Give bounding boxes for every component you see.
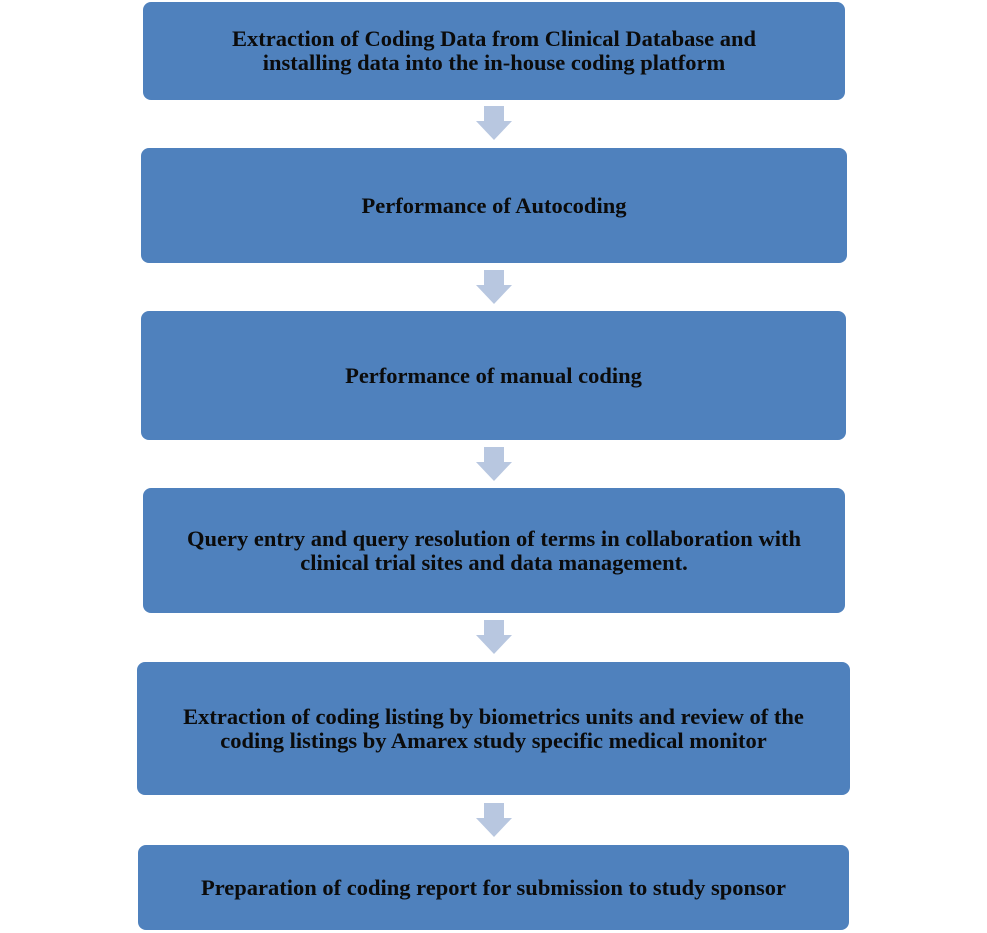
- step-extraction-of-coding-data: Extraction of Coding Data from Clinical …: [143, 2, 845, 100]
- down-arrow-icon: [476, 803, 512, 837]
- step-label: Preparation of coding report for submiss…: [200, 874, 787, 900]
- step-query-entry-resolution: Query entry and query resolution of term…: [143, 488, 845, 613]
- step-autocoding: Performance of Autocoding: [141, 148, 847, 263]
- step-label: Performance of manual coding: [345, 362, 642, 388]
- down-arrow-icon: [476, 620, 512, 654]
- step-label: Performance of Autocoding: [361, 192, 627, 218]
- down-arrow-icon: [476, 270, 512, 304]
- step-coding-report: Preparation of coding report for submiss…: [138, 845, 849, 930]
- step-label: Extraction of coding listing by biometri…: [183, 703, 804, 753]
- step-label: Query entry and query resolution of term…: [187, 525, 801, 575]
- step-label: Extraction of Coding Data from Clinical …: [232, 26, 756, 75]
- step-coding-listing-review: Extraction of coding listing by biometri…: [137, 662, 850, 795]
- down-arrow-icon: [476, 447, 512, 481]
- down-arrow-icon: [476, 106, 512, 140]
- step-manual-coding: Performance of manual coding: [141, 311, 846, 440]
